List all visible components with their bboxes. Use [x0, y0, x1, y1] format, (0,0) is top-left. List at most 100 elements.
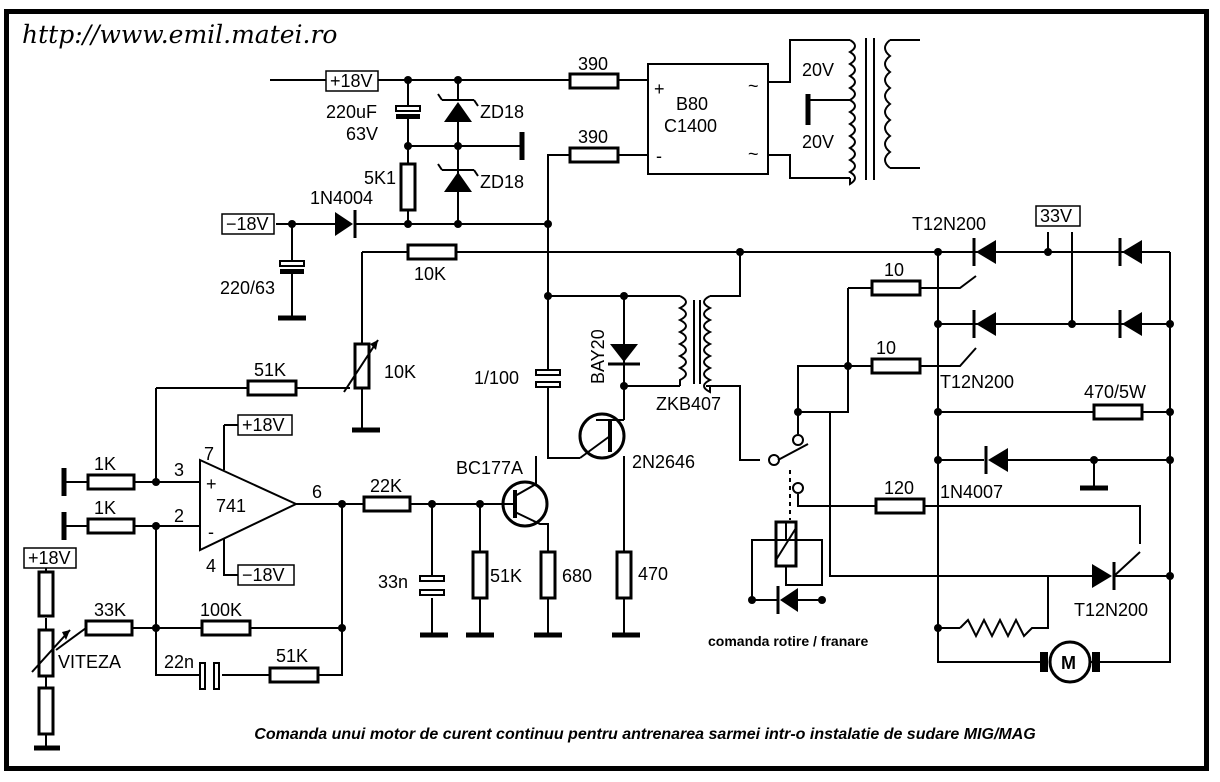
zener-zd18-top [437, 93, 479, 122]
diode-1n4007-label: 1N4007 [940, 482, 1003, 502]
bridge-label-1: B80 [676, 94, 708, 114]
diode-1n4004-label: 1N4004 [310, 188, 373, 208]
transistor-bc177a [500, 456, 549, 552]
resistor-10-b [870, 357, 922, 375]
resistor-10-a-label: 10 [884, 260, 904, 280]
capacitor-1-100 [535, 369, 561, 388]
trafo-20v-top: 20V [802, 60, 834, 80]
resistor-470-label: 470 [638, 564, 668, 584]
resistor-51k-feedback [246, 379, 298, 397]
bridge-label-2: C1400 [664, 116, 717, 136]
resistor-390-top [568, 72, 620, 90]
pin-2: 2 [174, 506, 184, 526]
resistor-5k1 [399, 162, 417, 212]
diode-bay20-label: BAY20 [588, 329, 608, 384]
ujt-2n2646 [578, 412, 626, 460]
supply-tag-opamp-plus: +18V [237, 414, 293, 436]
supply-tag-plus18: +18V [325, 70, 379, 92]
wiring-power [797, 232, 1171, 663]
capacitor-220-63 [279, 260, 305, 274]
dc-motor [1040, 640, 1100, 684]
resistor-51k-rc [268, 666, 320, 684]
pin-6: 6 [312, 482, 322, 502]
relay-flyback-diode [776, 586, 798, 614]
resistor-470-5w [1092, 403, 1144, 421]
resistor-51k-rc-label: 51K [276, 646, 308, 666]
resistor-51k-feedback-label: 51K [254, 360, 286, 380]
supply-tag-opamp-minus: −18V [237, 564, 295, 586]
resistor-1k-b [86, 517, 136, 535]
capacitor-22n-label: 22n [164, 652, 194, 672]
heater-resistor-zigzag [959, 617, 1040, 639]
thyristor-top-label: T12N200 [912, 214, 986, 234]
relay-caption: comanda rotire / franare [708, 633, 868, 649]
trafo-20v-bottom: 20V [802, 132, 834, 152]
resistor-10-b-label: 10 [876, 338, 896, 358]
resistor-51k-base-label: 51K [490, 566, 522, 586]
junction-dots [152, 76, 1174, 632]
pin-7: 7 [204, 444, 214, 464]
resistor-22k [362, 495, 412, 513]
speed-potentiometer [31, 570, 71, 736]
resistor-51k-base [471, 550, 489, 600]
pulse-transformer-label: ZKB407 [656, 394, 721, 414]
capacitor-220uf [395, 105, 421, 119]
svg-text:33V: 33V [1040, 206, 1072, 226]
resistor-120 [874, 497, 926, 515]
svg-text:−18V: −18V [242, 565, 285, 585]
diagram-caption: Comanda unui motor de curent continuu pe… [254, 726, 1036, 743]
bridge-plus: + [654, 79, 665, 99]
thyristor-bottom-label: T12N200 [1074, 600, 1148, 620]
thyristor-bottom [1092, 551, 1141, 590]
resistor-33k [84, 619, 134, 637]
resistor-22k-label: 22K [370, 476, 402, 496]
diode-1n4004 [335, 210, 357, 238]
website-url: http://www.emil.matei.ro [22, 20, 338, 49]
speed-pot-label: VITEZA [58, 652, 121, 672]
resistor-1k-a [86, 473, 136, 491]
diode-1n4007 [984, 446, 1008, 474]
opamp-741 [199, 458, 299, 552]
wiring-pulse [547, 224, 760, 635]
thyristor-middle-label: T12N200 [940, 372, 1014, 392]
opamp-plus-sign: + [206, 474, 217, 494]
resistor-1k-a-label: 1K [94, 454, 116, 474]
thyristor-top [972, 238, 996, 266]
resistor-470 [615, 550, 633, 600]
resistor-33k-label: 33K [94, 600, 126, 620]
resistor-390-top-label: 390 [578, 54, 608, 74]
resistor-390-bottom-label: 390 [578, 127, 608, 147]
capacitor-1-100-label: 1/100 [474, 368, 519, 388]
capacitor-220uf-label: 220uF [326, 102, 377, 122]
resistor-680 [539, 550, 557, 600]
resistor-5k1-label: 5K1 [364, 168, 396, 188]
zener-zd18-bottom [437, 163, 479, 192]
ujt-2n2646-label: 2N2646 [632, 452, 695, 472]
resistor-390-bottom [568, 146, 620, 164]
supply-tag-minus18: −18V [221, 213, 275, 235]
mains-transformer [848, 38, 920, 186]
supply-tag-pot-plus18: +18V [23, 547, 77, 569]
bridge-minus: - [656, 146, 662, 166]
bridge-ac-top: ~ [748, 76, 759, 96]
ground-symbols [34, 94, 1108, 751]
zener-bottom-label: ZD18 [480, 172, 524, 192]
zener-top-label: ZD18 [480, 102, 524, 122]
capacitor-220-63-label: 220/63 [220, 278, 275, 298]
bridge-ac-bottom: ~ [748, 144, 759, 164]
resistor-1k-b-label: 1K [94, 498, 116, 518]
resistor-10-a [870, 279, 922, 297]
transistor-bc177a-label: BC177A [456, 458, 523, 478]
trimmer-10k [343, 339, 379, 393]
svg-text:+18V: +18V [330, 71, 373, 91]
diode-bay20 [608, 344, 640, 366]
diagram-frame [4, 9, 1209, 771]
relay-coil [751, 520, 823, 601]
opamp-minus-sign: - [208, 522, 214, 542]
capacitor-22n [199, 662, 220, 690]
opamp-label: 741 [216, 496, 246, 516]
resistor-470-5w-label: 470/5W [1084, 382, 1146, 402]
pin-3: 3 [174, 460, 184, 480]
trimmer-10k-label: 10K [384, 362, 416, 382]
resistor-10k-top-label: 10K [414, 264, 446, 284]
